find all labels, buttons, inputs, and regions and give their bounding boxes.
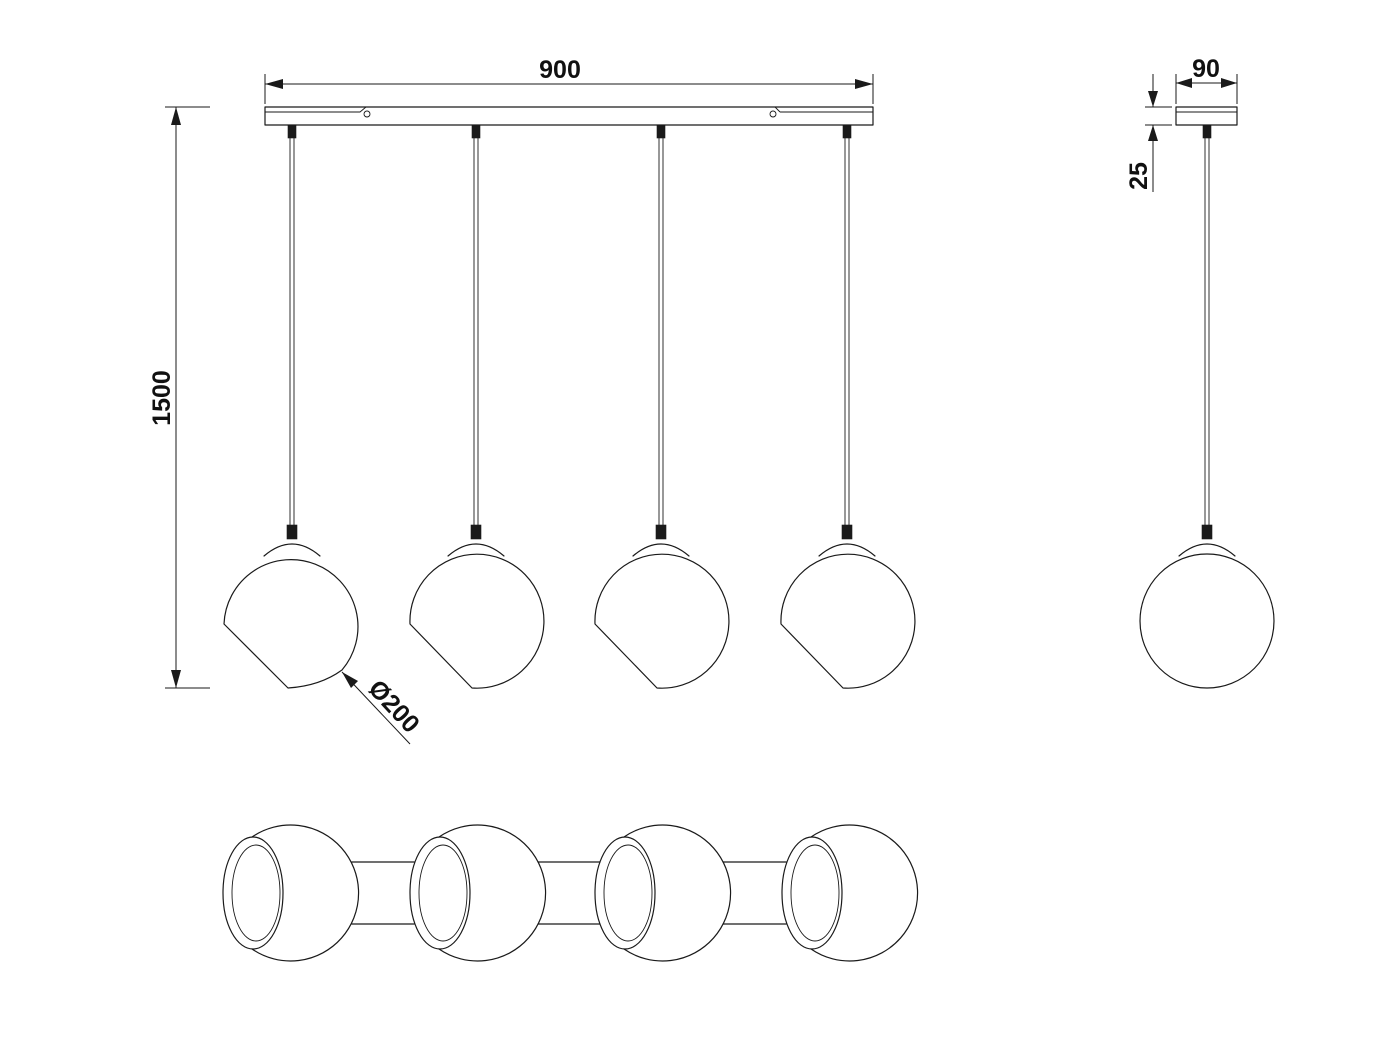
pendant-3 — [594, 124, 730, 689]
width-dimension: 900 — [264, 56, 874, 104]
bottom-globe-3 — [594, 824, 732, 962]
height-dimension: 1500 — [148, 106, 210, 689]
diameter-dimension: Ø200 — [341, 671, 425, 745]
bottom-view — [222, 824, 919, 962]
width-label: 900 — [539, 56, 581, 84]
front-view: 900 1500 Ø200 — [148, 56, 916, 745]
pendant-4 — [780, 124, 916, 689]
bottom-globe-1 — [222, 824, 360, 962]
pendant-2 — [409, 124, 545, 689]
pendant-1 — [223, 124, 359, 689]
side-view: 90 25 — [1125, 55, 1275, 689]
canopy-height-dimension: 25 — [1125, 74, 1172, 192]
bottom-globe-4 — [781, 824, 919, 962]
bottom-globe-2 — [409, 824, 547, 962]
canopy-height-label: 25 — [1125, 162, 1153, 190]
depth-dimension: 90 — [1175, 55, 1238, 104]
depth-label: 90 — [1192, 55, 1220, 83]
height-label: 1500 — [148, 370, 176, 426]
diameter-label: Ø200 — [363, 675, 425, 739]
canopy-bar — [264, 106, 874, 126]
